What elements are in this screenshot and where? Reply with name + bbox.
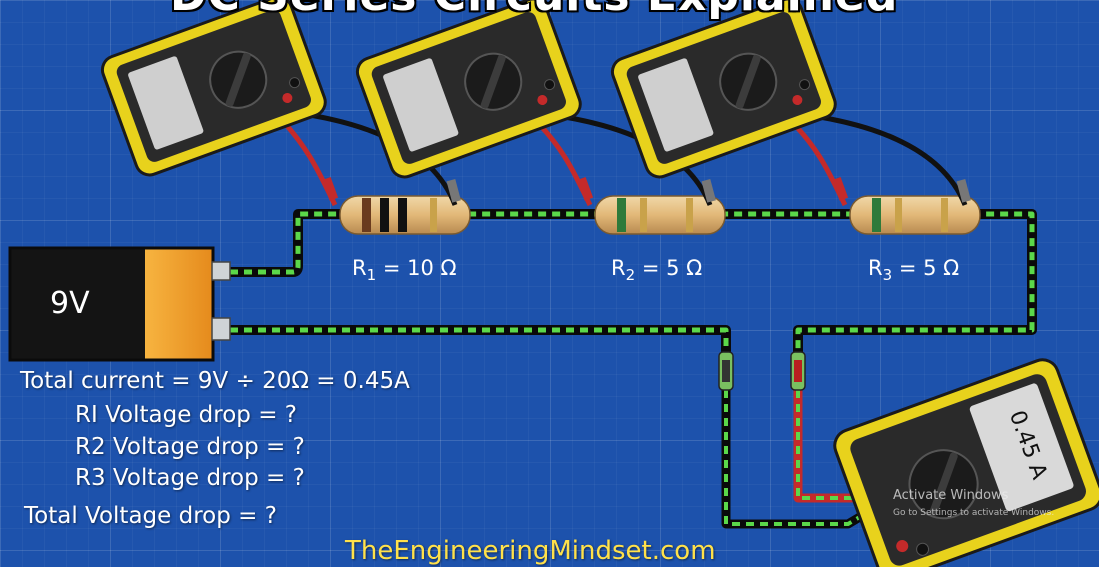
resistor-1-subscript: 1 [366, 266, 377, 285]
footer-url: TheEngineeringMindset.com [345, 536, 716, 566]
resistor-3-subscript: 3 [882, 266, 893, 285]
resistor-2 [594, 195, 726, 235]
r1-drop-line: RI Voltage drop = ? [75, 402, 297, 428]
resistor-3-value: = 5 Ω [898, 256, 960, 280]
resistor-1 [339, 195, 471, 235]
resistor-2-label: R2 = 5 Ω [611, 256, 702, 284]
ammeter: 0.45 A [833, 358, 1099, 567]
resistor-2-name: R [611, 256, 626, 280]
activate-windows-title: Activate Windows [893, 488, 1009, 503]
total-drop-line: Total Voltage drop = ? [24, 503, 277, 529]
resistor-2-value: = 5 Ω [641, 256, 703, 280]
resistor-2-subscript: 2 [625, 266, 636, 285]
activate-windows-hint[interactable]: Go to Settings to activate Windows. [893, 508, 1055, 518]
resistor-1-name: R [352, 256, 367, 280]
page-title: DC Series Circuits Explained [170, 0, 898, 21]
voltmeter-1 [100, 0, 461, 207]
total-current-line: Total current = 9V ÷ 20Ω = 0.45A [20, 368, 410, 394]
voltmeter-3 [610, 0, 971, 207]
resistor-3-name: R [868, 256, 883, 280]
resistor-1-label: R1 = 10 Ω [352, 256, 457, 284]
resistor-3-label: R3 = 5 Ω [868, 256, 959, 284]
battery [8, 246, 231, 362]
r3-drop-line: R3 Voltage drop = ? [75, 465, 305, 491]
voltmeter-2 [355, 0, 716, 207]
battery-label: 9V [50, 286, 90, 321]
resistor-3 [849, 195, 981, 235]
resistor-1-value: = 10 Ω [382, 256, 457, 280]
ammeter-probes [718, 351, 806, 391]
r2-drop-line: R2 Voltage drop = ? [75, 434, 305, 460]
